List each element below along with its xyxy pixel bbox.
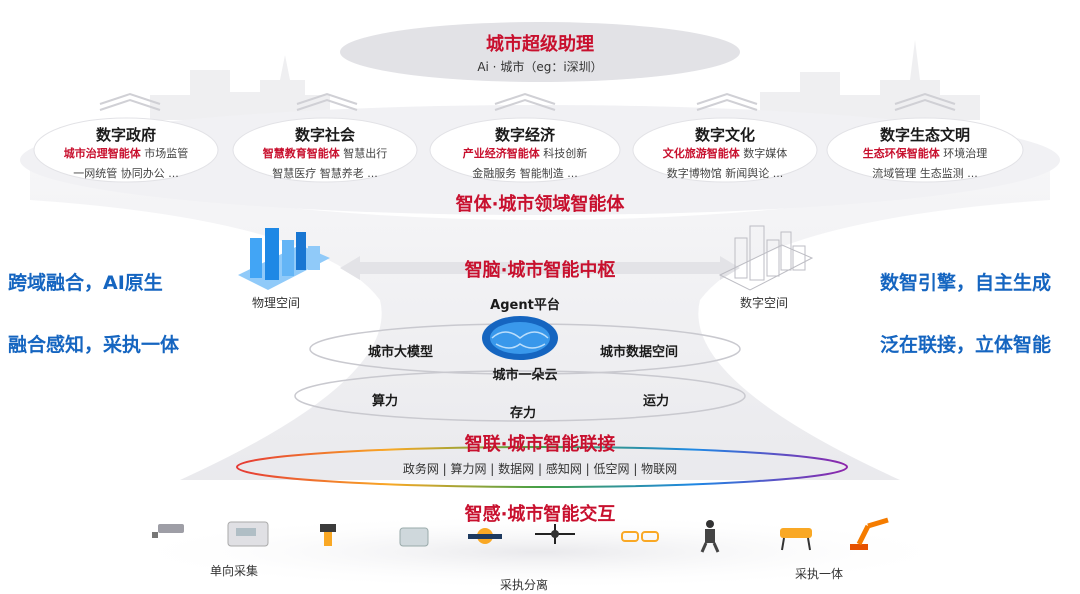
domain-economy: 数字经济 产业经济智能体 科技创新 金融服务 智能制造 ... (435, 124, 615, 181)
device-row (152, 517, 889, 553)
domain-items: 流域管理 生态监测 ... (872, 167, 978, 180)
domain-gov: 数字政府 城市治理智能体 市场监管 一网统管 协同办公 ... (36, 124, 216, 181)
domain-bubbles (33, 117, 1024, 183)
survey-icon (320, 524, 336, 546)
bottom-right-label: 采执一体 (795, 567, 844, 581)
domain-item: 数字媒体 (739, 147, 788, 160)
physical-city-icon (238, 228, 330, 290)
domain-title: 数字生态文明 (879, 126, 970, 144)
right-slogan-2: 泛在联接，立体智能 (880, 334, 1052, 356)
satellite-icon (468, 528, 502, 544)
layer-agents: 智体·城市领域智能体 (455, 194, 625, 215)
agent-platform-label: Agent平台 (490, 298, 560, 313)
domain-item: 市场监管 (140, 147, 189, 160)
sensor-box-icon (399, 527, 429, 547)
domain-society: 数字社会 智慧教育智能体 智慧出行 智慧医疗 智慧养老 ... (235, 124, 415, 181)
compute-label: 算力 (372, 394, 399, 409)
top-ellipse (340, 22, 740, 82)
left-slogan-1: 跨域融合，AI原生 (8, 272, 163, 294)
domain-items: 金融服务 智能制造 ... (472, 167, 578, 180)
domain-items: 数字博物馆 新闻舆论 ... (666, 167, 784, 180)
glasses-icon (621, 531, 659, 542)
humanoid-robot-icon (700, 520, 720, 553)
domain-item: 智慧出行 (339, 147, 388, 160)
city-cloud-label: 城市一朵云 (492, 368, 558, 383)
left-slogan-2: 融合感知，采执一体 (8, 334, 180, 356)
domain-item: 环境治理 (939, 147, 988, 160)
domain-agent: 智慧教育智能体 (262, 147, 340, 160)
right-slogan-1: 数智引擎，自主生成 (880, 272, 1052, 294)
brain-icon (482, 316, 558, 360)
top-title: 城市超级助理 (486, 34, 594, 55)
data-space-label: 城市数据空间 (600, 345, 679, 360)
robot-arm-icon (850, 517, 889, 550)
layer-sense: 智感·城市智能交互 (464, 504, 616, 525)
domain-title: 数字政府 (95, 126, 156, 144)
domain-agent: 城市治理智能体 (63, 147, 141, 160)
core-ring-2 (294, 370, 746, 422)
domain-title: 数字文化 (694, 126, 755, 144)
transport-label: 运力 (643, 394, 670, 409)
chevrons (99, 92, 956, 111)
domain-agent: 产业经济智能体 (462, 147, 540, 160)
digital-city-icon (718, 225, 814, 291)
meter-icon (227, 521, 269, 547)
layer-brain: 智脑·城市智能中枢 (464, 260, 616, 281)
network-ring (236, 446, 848, 488)
network-list: 政务网 | 算力网 | 数据网 | 感知网 | 低空网 | 物联网 (402, 462, 678, 476)
domain-title: 数字社会 (294, 126, 355, 144)
domain-items: 一网统管 协同办公 ... (73, 167, 179, 180)
storage-label: 存力 (510, 406, 537, 421)
top-subtitle: Ai · 城市（eg：i深圳） (477, 60, 603, 74)
domain-culture: 数字文化 文化旅游智能体 数字媒体 数字博物馆 新闻舆论 ... (635, 124, 815, 181)
big-model-label: 城市大模型 (368, 345, 434, 360)
domain-agent: 文化旅游智能体 (662, 147, 740, 160)
layer-connect: 智联·城市智能联接 (464, 434, 616, 455)
robot-dog-icon (780, 528, 812, 551)
domain-ecology: 数字生态文明 生态环保智能体 环境治理 流域管理 生态监测 ... (835, 124, 1015, 181)
domain-items: 智慧医疗 智慧养老 ... (272, 167, 378, 180)
physical-space-label: 物理空间 (252, 296, 301, 310)
skyline-left (150, 55, 330, 120)
domain-item: 科技创新 (539, 147, 588, 160)
bottom-left-label: 单向采集 (210, 564, 259, 578)
bottom-middle-label: 采执分离 (500, 578, 549, 592)
domain-title: 数字经济 (494, 126, 555, 144)
camera-icon (152, 524, 184, 538)
domain-agent: 生态环保智能体 (862, 147, 940, 160)
digital-space-label: 数字空间 (740, 296, 789, 310)
drone-icon (535, 524, 575, 544)
space-arrow (340, 256, 740, 280)
